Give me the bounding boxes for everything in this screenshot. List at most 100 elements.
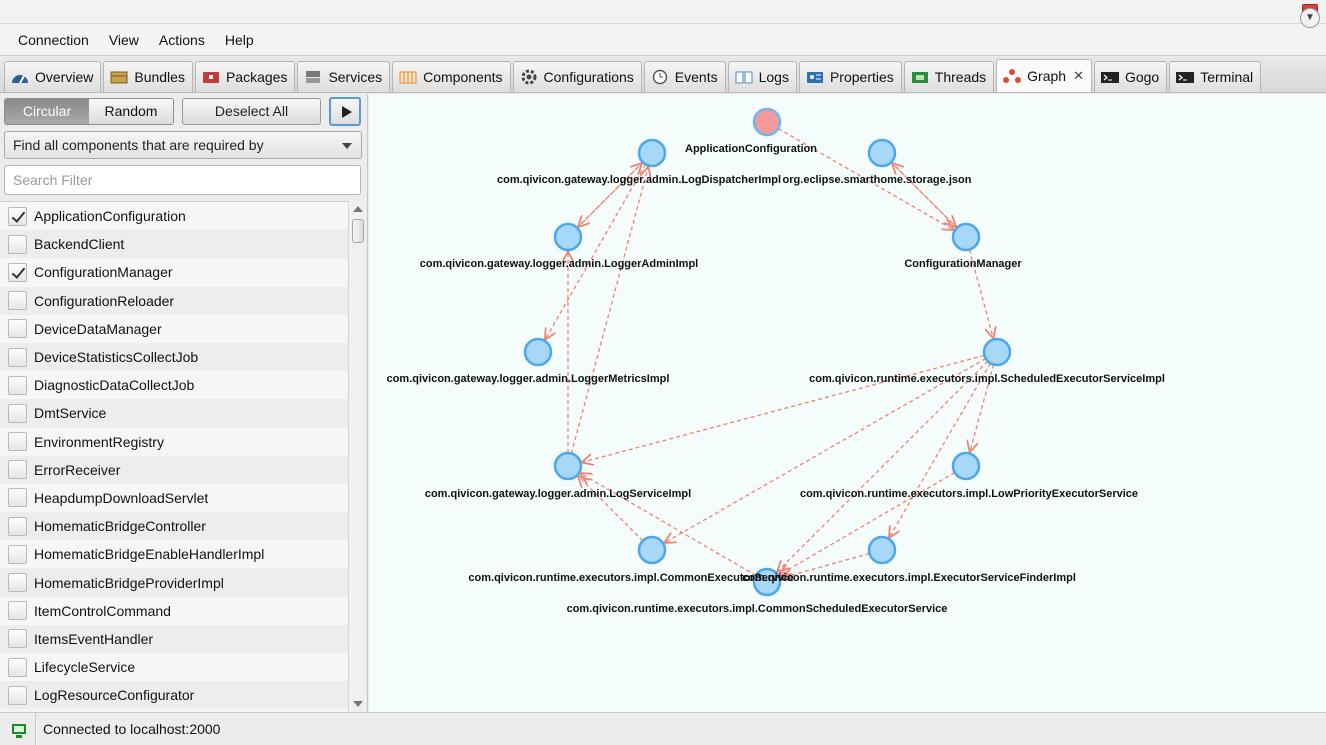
tab-label: Graph <box>1027 68 1067 84</box>
graph-node-adminimpl[interactable] <box>553 222 583 252</box>
tab-label: Terminal <box>1200 69 1254 85</box>
checkbox[interactable] <box>8 234 27 254</box>
graph-canvas: ApplicationConfigurationorg.eclipse.smar… <box>387 107 1165 615</box>
list-item[interactable]: ApplicationConfiguration <box>0 202 348 231</box>
graph-node-storage[interactable] <box>867 138 897 168</box>
checkbox[interactable] <box>8 460 27 480</box>
list-item[interactable]: ItemsEventHandler <box>0 624 348 653</box>
circular-button[interactable]: Circular <box>5 99 89 124</box>
graph-node-commonexec[interactable] <box>637 535 667 565</box>
scroll-up-icon[interactable] <box>353 206 363 212</box>
random-button[interactable]: Random <box>89 99 173 124</box>
tab-configurations[interactable]: Configurations <box>512 61 642 92</box>
list-scrollbar[interactable] <box>348 201 366 712</box>
tab-overview[interactable]: Overview <box>4 61 102 92</box>
list-item[interactable]: ConfigurationManager <box>0 258 348 287</box>
tab-close-icon[interactable]: ✕ <box>1073 68 1084 83</box>
checkbox[interactable] <box>8 544 27 564</box>
list-item[interactable]: HeapdumpDownloadServlet <box>0 483 348 513</box>
list-item[interactable]: DeviceStatisticsCollectJob <box>0 342 348 372</box>
checkbox[interactable] <box>8 319 27 339</box>
tab-label: Services <box>328 69 383 85</box>
checkbox[interactable] <box>8 375 27 395</box>
list-item[interactable]: ItemControlCommand <box>0 596 348 625</box>
play-icon[interactable] <box>329 97 361 126</box>
tab-bundles[interactable]: Bundles <box>103 61 193 92</box>
graph-edge <box>780 552 870 578</box>
box-icon <box>109 69 129 85</box>
graph-edge <box>664 357 987 543</box>
graph-node-finder[interactable] <box>867 535 897 565</box>
graph-node-dispatcher[interactable] <box>637 138 667 168</box>
terminal-icon <box>1175 69 1195 85</box>
checkbox[interactable] <box>8 601 27 621</box>
tab-gogo[interactable]: Gogo <box>1093 61 1168 92</box>
tab-label: Configurations <box>543 69 634 85</box>
list-item[interactable]: EnvironmentRegistry <box>0 427 348 456</box>
tab-label: Packages <box>225 69 288 85</box>
speedometer-icon <box>10 69 30 85</box>
checkbox[interactable] <box>8 262 27 282</box>
list-item[interactable]: HomematicBridgeController <box>0 512 348 541</box>
list-item[interactable]: DmtService <box>0 399 348 428</box>
list-item[interactable]: BackendClient <box>0 230 348 259</box>
terminal-icon <box>1100 69 1120 85</box>
graph-node-commonsched[interactable] <box>752 567 782 597</box>
graph-node-label: ConfigurationManager <box>904 258 1022 270</box>
checkbox[interactable] <box>8 488 27 508</box>
list-item[interactable]: ConfigurationReloader <box>0 286 348 315</box>
list-item[interactable]: ErrorReceiver <box>0 455 348 484</box>
scrollbar-thumb[interactable] <box>352 219 364 243</box>
tab-terminal[interactable]: Terminal <box>1169 61 1262 92</box>
checkbox[interactable] <box>8 573 27 593</box>
scroll-down-icon[interactable] <box>353 701 363 707</box>
list-item[interactable]: HomematicBridgeProviderImpl <box>0 568 348 597</box>
list-item[interactable]: LifecycleService <box>0 653 348 682</box>
checkbox[interactable] <box>8 291 27 311</box>
graph-node-label: com.qivicon.runtime.executors.impl.Sched… <box>809 373 1165 385</box>
checkbox[interactable] <box>8 516 27 536</box>
checkbox[interactable] <box>8 403 27 423</box>
title-bar: × <box>0 0 1326 24</box>
list-item[interactable]: HomematicBridgeEnableHandlerImpl <box>0 540 348 569</box>
graph-node-metrics[interactable] <box>523 337 553 367</box>
tab-events[interactable]: Events <box>643 61 726 92</box>
tab-threads[interactable]: Threads <box>903 61 995 92</box>
graph-node-label: com.qivicon.runtime.executors.impl.Commo… <box>567 603 948 615</box>
checkbox[interactable] <box>8 629 27 649</box>
menu-view[interactable]: View <box>108 31 139 48</box>
tab-logs[interactable]: Logs <box>727 61 797 92</box>
graph-node-appcfg[interactable] <box>752 107 782 137</box>
list-item[interactable]: LogResourceConfigurator <box>0 681 348 710</box>
clock-icon <box>650 69 670 85</box>
menu-help[interactable]: Help <box>224 31 254 48</box>
tab-components[interactable]: Components <box>392 61 511 92</box>
graph-edge <box>968 249 993 339</box>
list-item-label: DeviceDataManager <box>34 320 162 337</box>
list-item[interactable]: DiagnosticDataCollectJob <box>0 371 348 400</box>
checkbox[interactable] <box>8 685 27 705</box>
tab-overflow-icon[interactable]: ▼ <box>1300 8 1320 28</box>
graph-node-logsvc[interactable] <box>553 451 583 481</box>
tab-graph[interactable]: Graph ✕ <box>996 59 1092 92</box>
checkbox[interactable] <box>8 206 27 226</box>
graph-node-lowprio[interactable] <box>951 451 981 481</box>
list-item-label: LogResourceConfigurator <box>34 687 195 704</box>
graph-node-sched[interactable] <box>982 337 1012 367</box>
list-item-label: ApplicationConfiguration <box>34 208 186 225</box>
dependency-mode-select[interactable]: Find all components that are required by <box>4 131 362 159</box>
graph-node-cfgmgr[interactable] <box>951 222 981 252</box>
tab-properties[interactable]: Properties <box>798 61 902 92</box>
menu-connection[interactable]: Connection <box>18 31 89 48</box>
checkbox[interactable] <box>8 432 27 452</box>
tab-services[interactable]: Services <box>297 61 391 92</box>
menu-actions[interactable]: Actions <box>158 31 205 48</box>
list-item[interactable]: DeviceDataManager <box>0 314 348 343</box>
checkbox[interactable] <box>8 657 27 677</box>
search-filter-input[interactable] <box>4 165 361 195</box>
status-text: Connected to localhost:2000 <box>43 721 221 737</box>
checkbox[interactable] <box>8 347 27 367</box>
deselect-all-button[interactable]: Deselect All <box>182 98 321 125</box>
tab-packages[interactable]: Packages <box>194 61 296 92</box>
